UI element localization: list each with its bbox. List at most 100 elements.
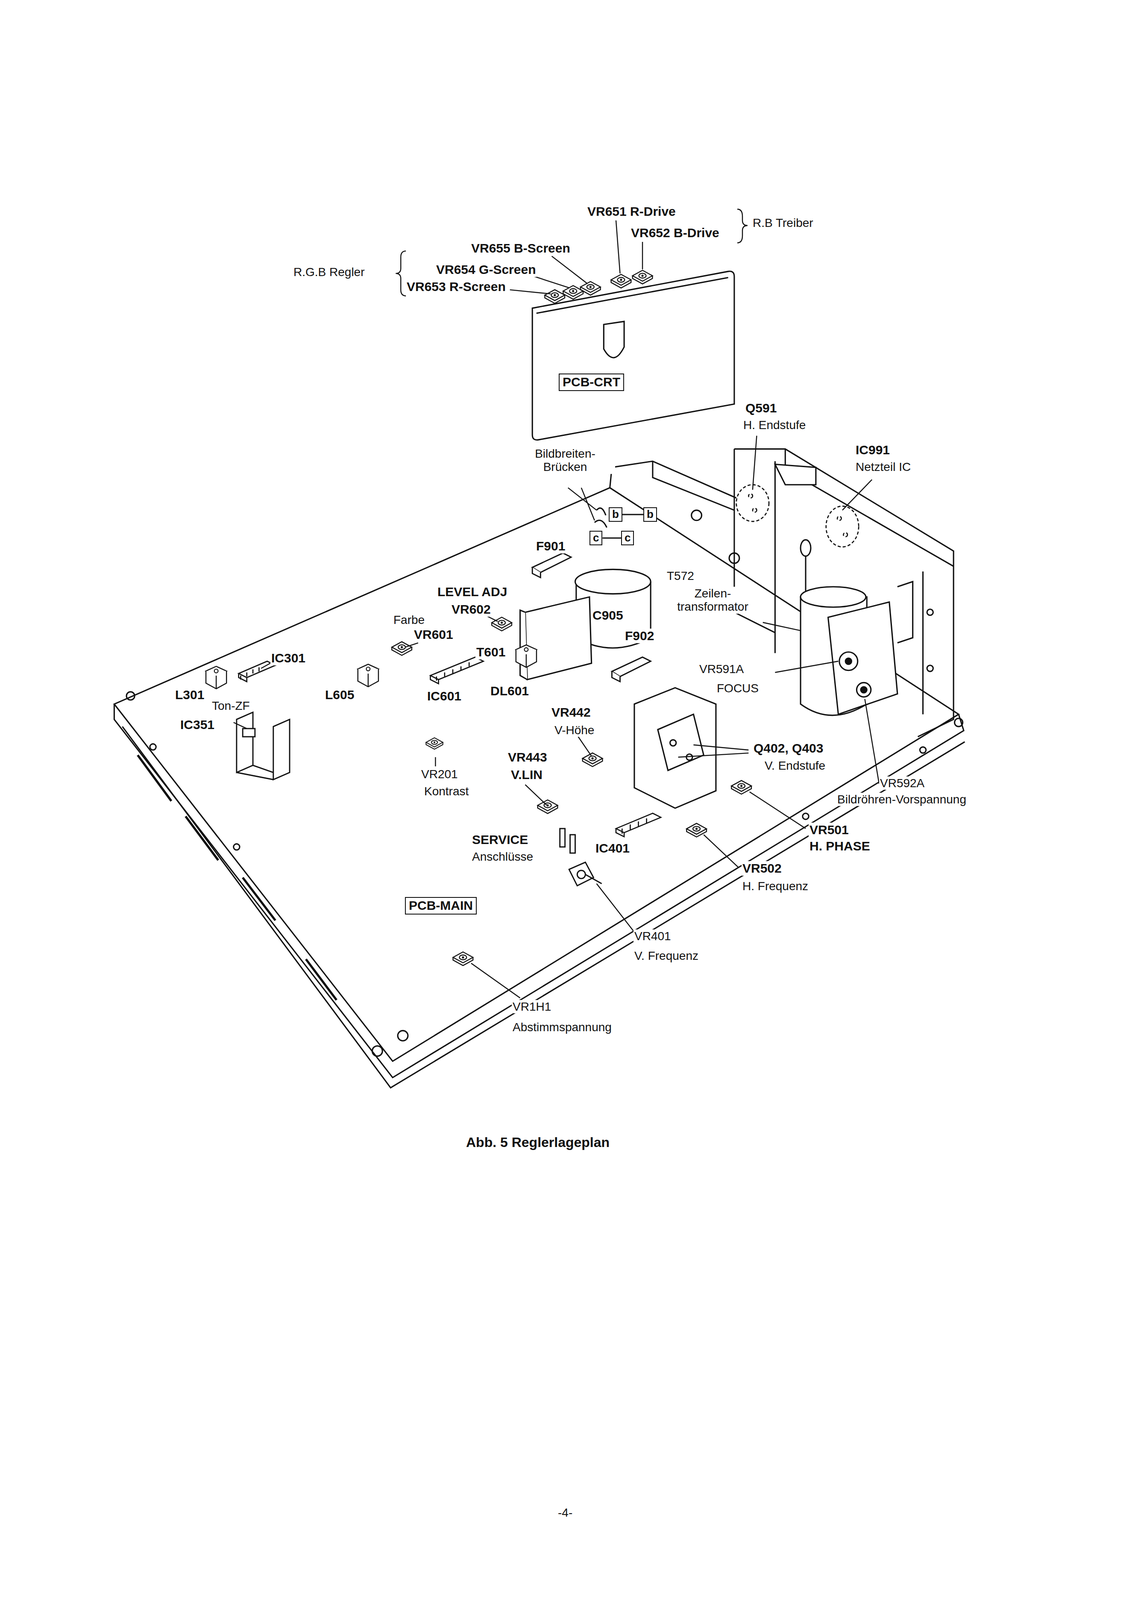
power-transistors-part bbox=[748, 493, 753, 499]
power-transistors-part bbox=[736, 484, 769, 522]
callout-label: VR401 bbox=[633, 929, 672, 943]
tag-text: PCB-MAIN bbox=[408, 897, 473, 913]
coils-pots-part bbox=[731, 780, 752, 794]
callout-label: C905 bbox=[591, 607, 625, 623]
callout-label: IC601 bbox=[426, 688, 463, 704]
tag-text: c bbox=[592, 530, 599, 544]
flyback-transformer-part bbox=[856, 682, 871, 697]
callout-label: V. Endstufe bbox=[763, 758, 827, 772]
ic-chips-part bbox=[436, 662, 470, 681]
v-output-heatsink bbox=[634, 687, 716, 808]
frame-part bbox=[774, 460, 776, 653]
callout-label: Zeilen- transformator bbox=[665, 586, 760, 614]
power-transistors-part bbox=[752, 507, 757, 513]
callout-label: VR1H1 bbox=[511, 999, 552, 1013]
main-board-part bbox=[372, 1045, 383, 1056]
main-board bbox=[114, 487, 965, 1088]
callout-label: V-Höhe bbox=[553, 723, 596, 737]
callout-label: VR201 bbox=[420, 767, 459, 781]
crt-pots-part bbox=[611, 274, 632, 288]
jumper-tag: b bbox=[608, 507, 623, 522]
callout-label: R.G.B Regler bbox=[292, 265, 366, 279]
main-board-part bbox=[149, 743, 156, 750]
flyback-transformer-part bbox=[839, 651, 858, 671]
fuses-part bbox=[611, 656, 651, 677]
callout-label: H. Frequenz bbox=[741, 879, 810, 893]
callout-label: L605 bbox=[324, 687, 355, 702]
main-board-part bbox=[122, 726, 965, 1088]
dash-connector bbox=[602, 537, 622, 538]
callout-label: H. PHASE bbox=[808, 838, 871, 854]
v-freq-pot-part bbox=[577, 870, 586, 879]
callout-label: V.LIN bbox=[510, 767, 544, 782]
coils-pots-part bbox=[391, 641, 412, 656]
power-transistors-part bbox=[837, 516, 842, 521]
callout-label: T601 bbox=[475, 644, 507, 660]
ic351-bracket-part bbox=[242, 728, 256, 737]
ic-chips bbox=[238, 656, 661, 837]
frame-part bbox=[729, 552, 740, 564]
leader-lines-part bbox=[510, 220, 643, 294]
board-tag: PCB-CRT bbox=[558, 373, 625, 391]
frame-part bbox=[609, 460, 737, 498]
frame-part bbox=[774, 463, 816, 485]
flyback-transformer bbox=[800, 539, 913, 716]
callout-label: VR443 bbox=[507, 749, 549, 765]
callout-label: IC301 bbox=[270, 650, 307, 666]
tag-text: PCB-CRT bbox=[562, 374, 621, 389]
callout-label: Ton-ZF bbox=[211, 698, 251, 713]
coils-pots-part bbox=[582, 752, 603, 767]
callout-label: Q402, Q403 bbox=[752, 740, 825, 756]
crt-board-part bbox=[532, 271, 735, 440]
main-board-part bbox=[137, 754, 337, 1000]
ic-chips-part bbox=[238, 660, 276, 682]
main-board-part bbox=[126, 691, 135, 700]
callout-label: Abstimmspannung bbox=[511, 1020, 613, 1034]
callout-label: Bildbreiten- Brücken bbox=[515, 446, 616, 474]
coils-pots-part bbox=[357, 663, 379, 687]
callout-label: VR654 G-Screen bbox=[435, 262, 537, 277]
v-output-heatsink-part bbox=[686, 753, 693, 760]
service-pins bbox=[560, 828, 576, 853]
flyback-transformer-part bbox=[860, 686, 867, 693]
crt-pots bbox=[544, 269, 653, 303]
ic351-bracket-part bbox=[236, 712, 253, 773]
crt-board-part bbox=[603, 321, 625, 358]
width-jumpers bbox=[594, 507, 608, 528]
leader-lines-part bbox=[471, 791, 806, 998]
callout-label: L301 bbox=[174, 687, 206, 702]
leader-lines-part bbox=[762, 622, 880, 784]
leader-lines-part bbox=[233, 615, 592, 805]
callout-label: Q591 bbox=[744, 400, 778, 416]
callout-label: Kontrast bbox=[423, 784, 470, 798]
service-pins-part bbox=[560, 828, 566, 847]
callout-label: H. Endstufe bbox=[742, 418, 807, 432]
callout-label: VR592A bbox=[879, 776, 926, 790]
capacitor-c905-part bbox=[574, 568, 651, 594]
frame-part bbox=[734, 448, 954, 737]
power-transistors-part bbox=[826, 505, 859, 547]
callout-label: VR501 bbox=[808, 822, 850, 837]
jumper-tag: b bbox=[643, 507, 657, 522]
main-board-part bbox=[114, 703, 964, 1078]
v-output-heatsink-part bbox=[670, 739, 677, 746]
coils-pots-part bbox=[453, 951, 474, 966]
callout-label: Bildröhren-Vorspannung bbox=[836, 792, 968, 806]
power-transistors-part bbox=[843, 532, 848, 537]
callout-label: Farbe bbox=[392, 612, 426, 627]
callout-label: F902 bbox=[624, 628, 655, 643]
callout-label: VR653 R-Screen bbox=[405, 279, 507, 294]
ic351-bracket bbox=[236, 712, 290, 780]
callout-label: VR602 bbox=[450, 601, 492, 617]
coils-pots bbox=[205, 616, 752, 965]
width-jumpers-part bbox=[594, 507, 608, 528]
callout-label: DL601 bbox=[489, 683, 530, 698]
crt-pots-part bbox=[632, 269, 653, 284]
connector-line bbox=[602, 536, 622, 539]
flyback-transformer-part bbox=[828, 601, 898, 715]
main-board-part bbox=[233, 843, 240, 850]
callout-label: Netzteil IC bbox=[854, 460, 912, 474]
leader-lines bbox=[233, 208, 880, 998]
callout-label: IC351 bbox=[179, 717, 216, 732]
callout-label: T572 bbox=[665, 568, 696, 583]
